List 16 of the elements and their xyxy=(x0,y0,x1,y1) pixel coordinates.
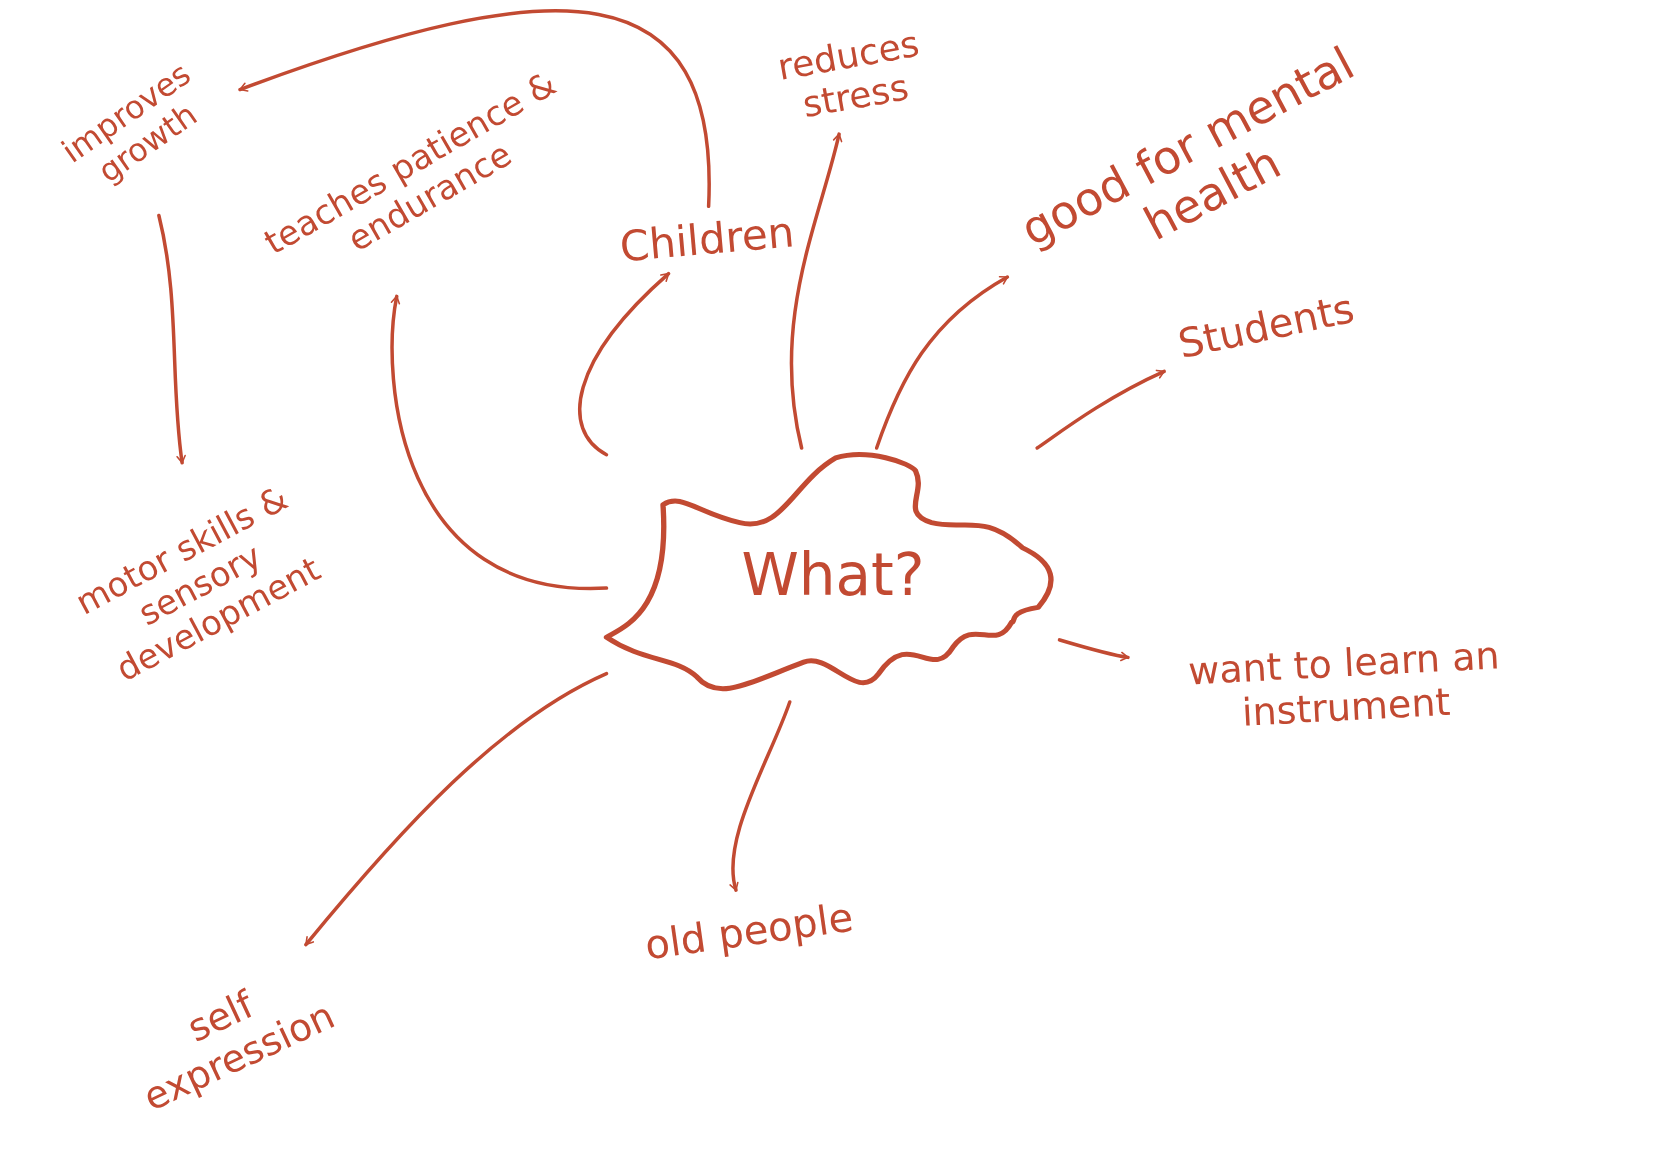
arrow xyxy=(729,700,792,892)
arrow xyxy=(304,671,609,947)
arrow xyxy=(874,275,1010,450)
arrow xyxy=(578,271,671,457)
arrow xyxy=(238,9,711,209)
arrow xyxy=(1057,638,1130,662)
node-label: Students xyxy=(1173,283,1359,370)
arrow xyxy=(390,294,609,590)
arrow xyxy=(1035,369,1166,450)
node-label: want to learn an instrument xyxy=(1186,632,1502,737)
node-label: reduces stress xyxy=(773,21,924,128)
arrow xyxy=(157,213,187,465)
arrow xyxy=(789,132,843,450)
center-label: What? xyxy=(741,541,925,609)
node-label: Children xyxy=(616,206,798,274)
node-label: old people xyxy=(641,892,857,971)
